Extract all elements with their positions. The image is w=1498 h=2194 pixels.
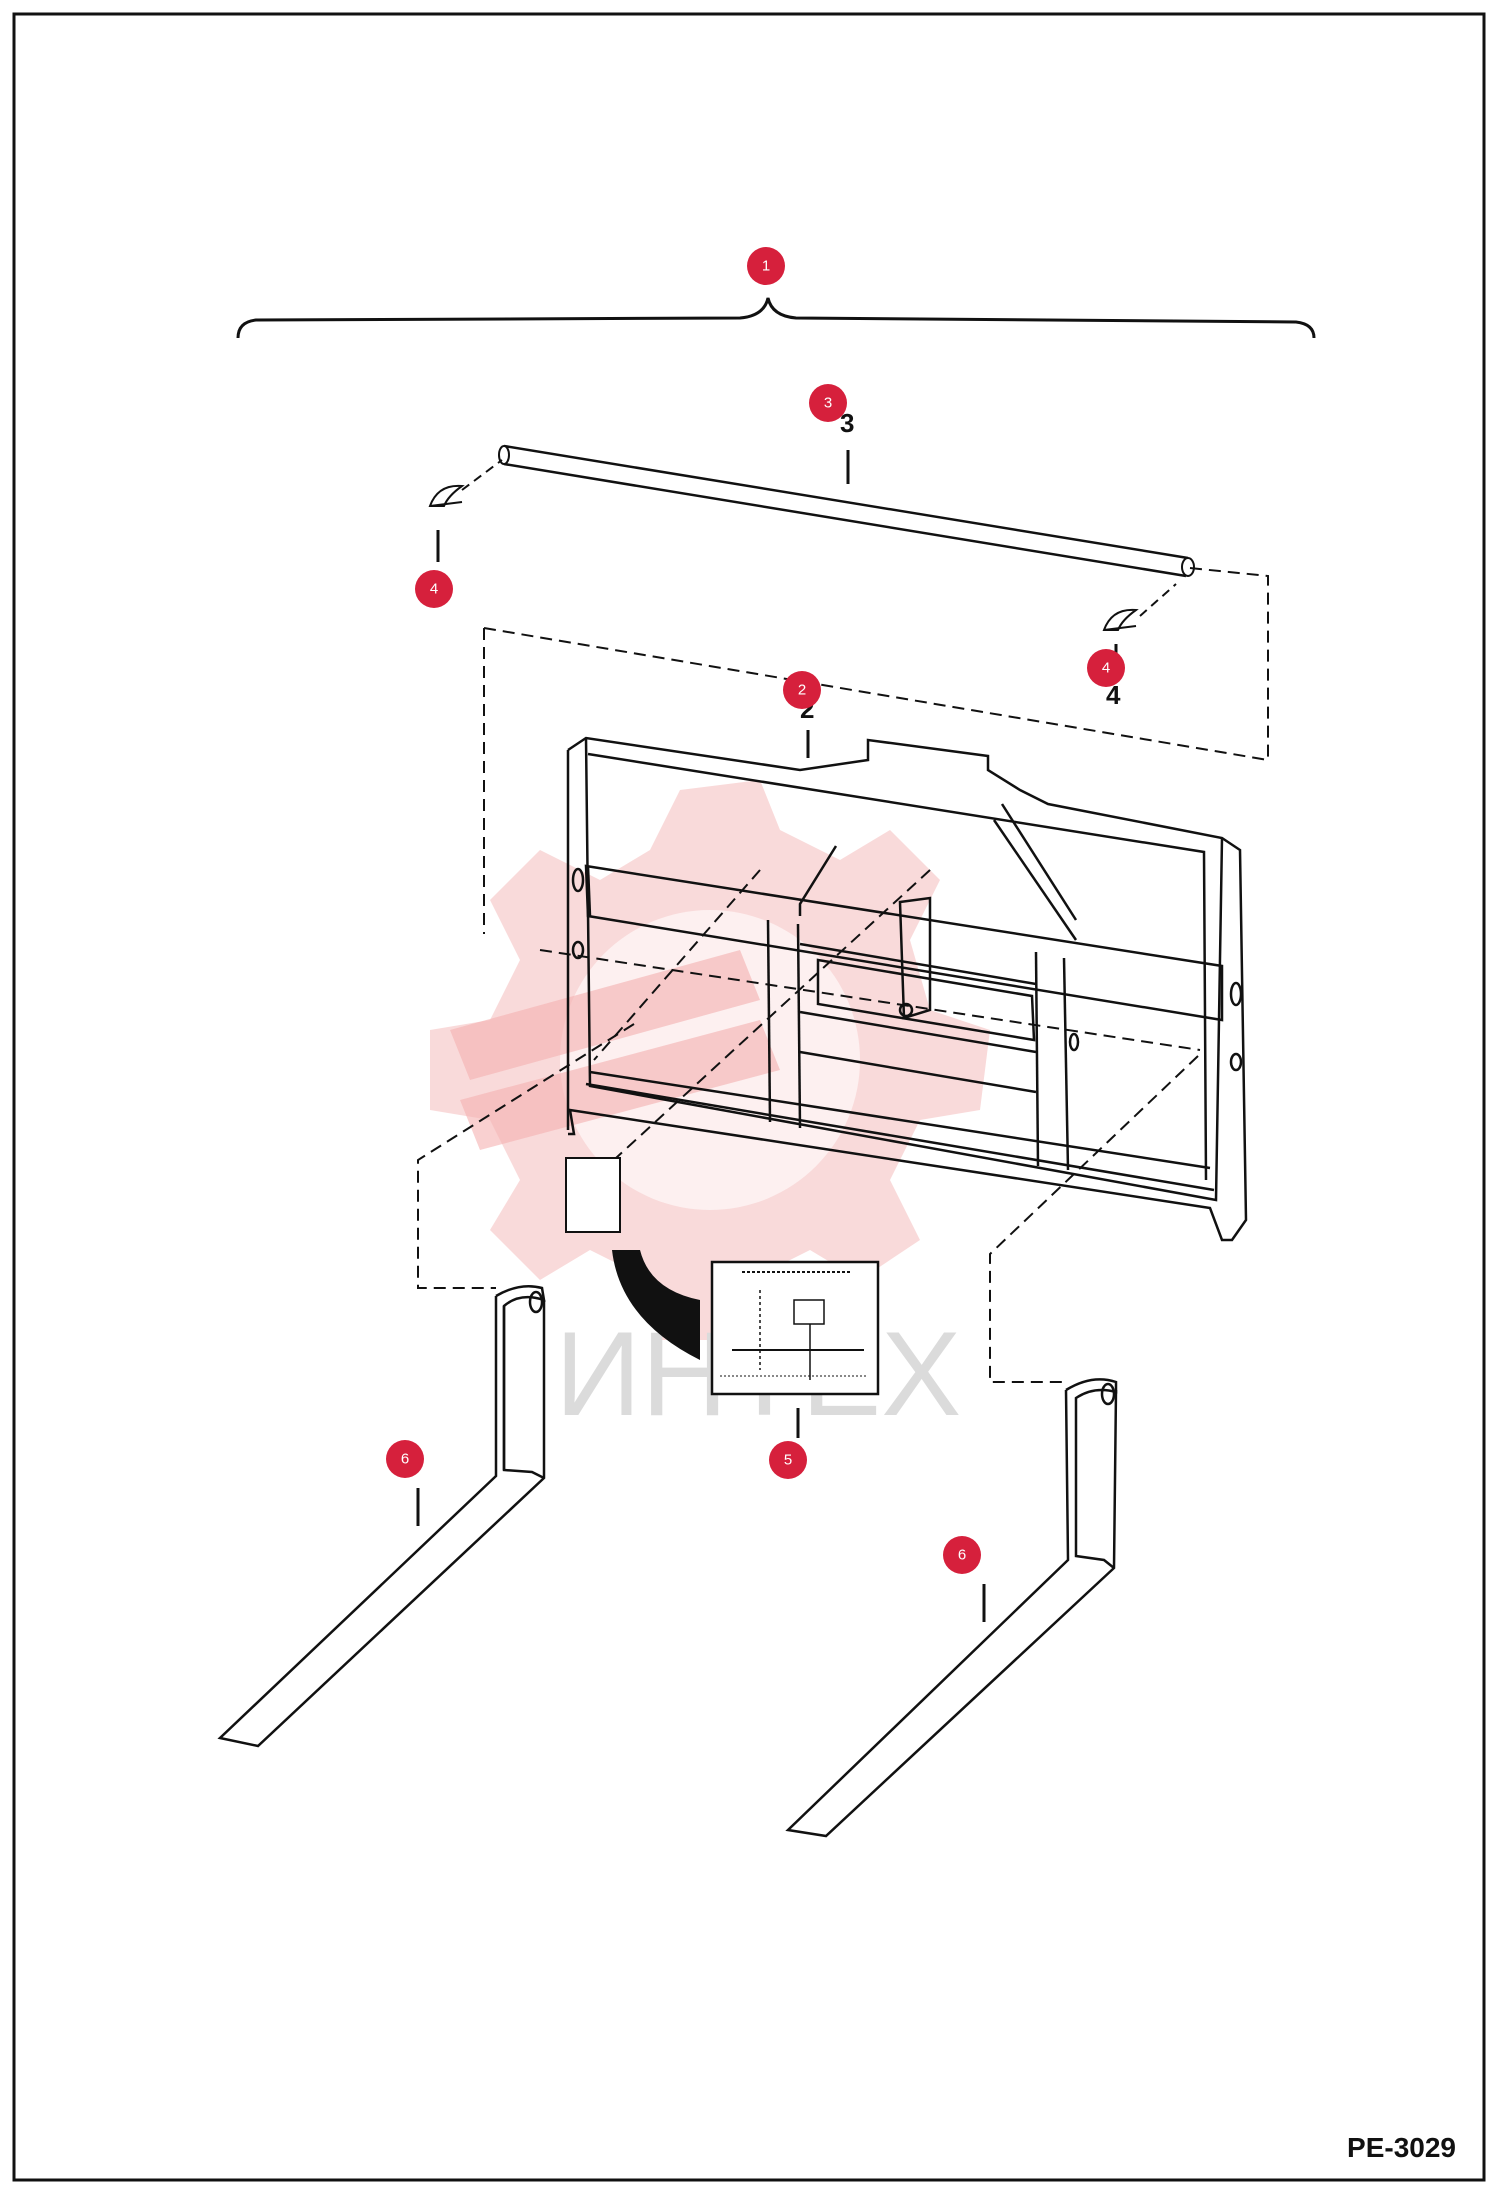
frame-dash-extra [539,869,1201,1061]
callout-6-left: 6 [386,1440,424,1478]
callout-6-right-label: 6 [958,1547,966,1564]
callout-4-left-label: 4 [430,581,438,598]
assembly-dash-outline [483,567,1269,934]
callout-3-label: 3 [824,395,832,412]
part-number-3: 3 [840,408,854,438]
callout-2: 2 [783,671,821,709]
part-number-4: 4 [1106,680,1121,710]
page-frame [12,12,1486,2182]
callout-4-right-label: 4 [1102,660,1110,677]
fork-left [217,1285,546,1748]
pin-leader-dash-left [461,459,503,491]
callout-1-label: 1 [762,258,770,275]
callout-3: 3 [809,384,847,422]
callout-6-left-label: 6 [401,1451,409,1468]
assembly-brace [236,297,1316,339]
decal-square [565,1157,621,1233]
curved-arrow [612,1250,700,1360]
callout-5-label: 5 [784,1452,792,1469]
callout-5: 5 [769,1441,807,1479]
hair-pin-left [428,484,465,507]
callout-4-left: 4 [415,570,453,608]
pivot-rod [498,444,1195,578]
callout-1: 1 [747,247,785,285]
fork-right-dash [989,1055,1199,1383]
callout-2-label: 2 [798,682,806,699]
decal-dash [615,869,931,1159]
callout-6-right: 6 [943,1536,981,1574]
callout-4-right: 4 [1087,649,1125,687]
hair-pin-right [1102,608,1139,631]
fork-right [785,1378,1118,1838]
fork-left-dash [417,1023,635,1289]
fork-frame [566,736,1248,1242]
capacity-decal [710,1260,880,1396]
drawing-reference-code: PE-3029 [1347,2132,1456,2163]
pin-leader-dash-right [1139,583,1177,617]
watermark-logo: ИНТЕХ [430,780,990,1441]
